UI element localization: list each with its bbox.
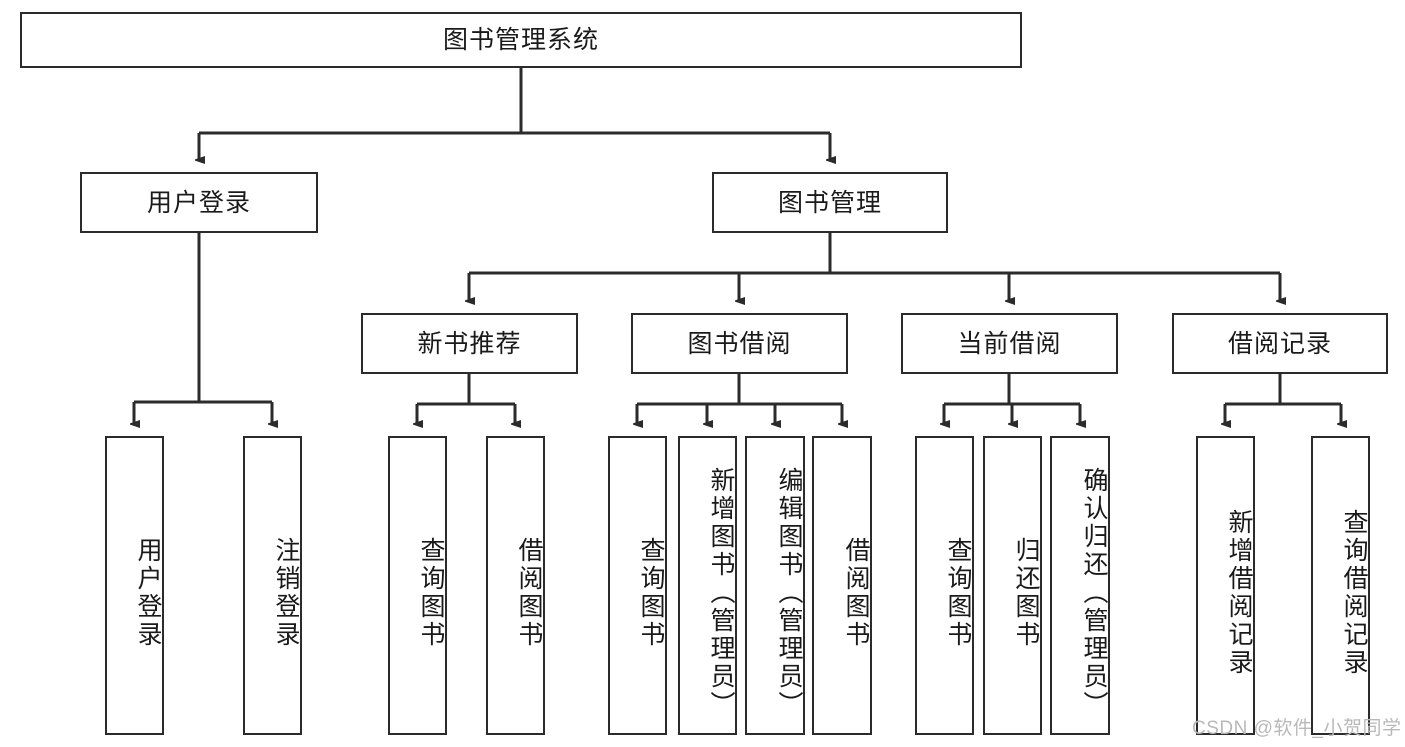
node-label: 图书管理系统 [442,26,599,54]
node-label: 注销登录 [272,536,300,649]
node-label: 查询图书 [944,536,972,649]
node-label: 当前借阅 [957,329,1062,358]
csdn-watermark: CSDN @软件_小贺同学 [1192,718,1402,739]
node-label: 确认归还（管理员） [1080,466,1108,719]
node-label: 图书借阅 [687,329,792,358]
node-leaf-user-login[interactable]: 用户登录 [105,436,164,735]
node-label: 归还图书 [1012,536,1040,649]
node-leaf-query-book-3[interactable]: 查询图书 [915,436,974,735]
node-leaf-confirm-return[interactable]: 确认归还（管理员） [1050,436,1110,735]
node-leaf-add-record[interactable]: 新增借阅记录 [1196,436,1255,735]
node-label: 新书推荐 [417,329,522,358]
node-label: 编辑图书（管理员） [775,466,803,719]
node-current-borrow[interactable]: 当前借阅 [901,313,1118,374]
node-book-borrow[interactable]: 图书借阅 [631,313,848,374]
node-leaf-borrow-book-1[interactable]: 借阅图书 [486,436,545,735]
node-label: 图书管理 [777,188,882,217]
node-label: 新增借阅记录 [1225,508,1253,677]
node-book-manage[interactable]: 图书管理 [712,172,948,233]
node-label: 用户登录 [134,536,162,649]
node-label: 借阅图书 [515,536,543,649]
node-user-login[interactable]: 用户登录 [80,172,318,233]
node-label: 新增图书（管理员） [707,466,735,719]
node-label: 查询图书 [637,536,665,649]
node-label: 用户登录 [146,188,251,217]
node-label: 查询图书 [417,536,445,649]
node-leaf-query-book-2[interactable]: 查询图书 [608,436,667,735]
node-borrow-record[interactable]: 借阅记录 [1172,313,1388,374]
node-leaf-borrow-book-2[interactable]: 借阅图书 [812,436,872,735]
node-leaf-query-record[interactable]: 查询借阅记录 [1311,436,1370,735]
node-label: 查询借阅记录 [1340,508,1368,677]
node-leaf-edit-book[interactable]: 编辑图书（管理员） [745,436,805,735]
node-leaf-return-book[interactable]: 归还图书 [983,436,1042,735]
node-leaf-add-book[interactable]: 新增图书（管理员） [678,436,737,735]
node-label: 借阅记录 [1227,329,1332,358]
node-new-book-recommend[interactable]: 新书推荐 [361,313,578,374]
node-root-system[interactable]: 图书管理系统 [20,12,1022,68]
node-leaf-query-book-1[interactable]: 查询图书 [388,436,447,735]
node-leaf-user-logout[interactable]: 注销登录 [243,436,302,735]
node-label: 借阅图书 [842,536,870,649]
